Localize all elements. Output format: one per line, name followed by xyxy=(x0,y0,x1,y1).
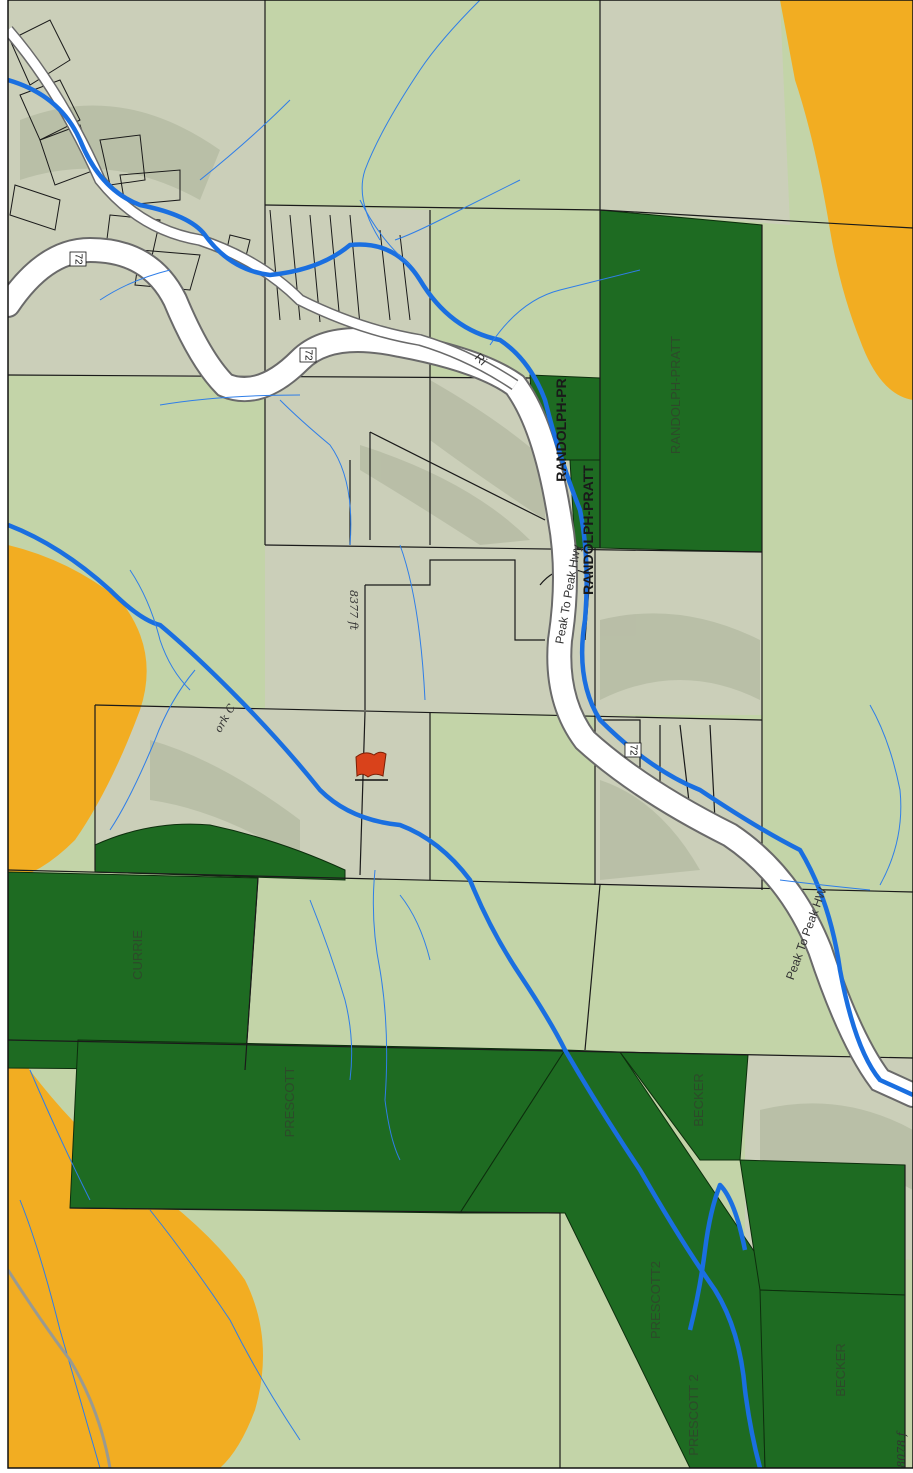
svg-text:72: 72 xyxy=(72,253,83,265)
elevation-label: 8377 ft xyxy=(347,590,360,631)
svg-text:72: 72 xyxy=(627,744,638,756)
parcel-label-randolph-pratt-small: RANDOLPH-PRATT xyxy=(580,465,596,595)
svg-text:72: 72 xyxy=(302,349,313,361)
trail-line xyxy=(8,1269,112,1468)
highway-shield-1: 72 xyxy=(69,251,87,267)
terrain-shadow xyxy=(20,105,913,1190)
parcel-label-prescott-2: PRESCOTT 2 xyxy=(686,1374,701,1455)
parcel-label-becker-1: BECKER xyxy=(691,1073,706,1126)
parcel-label-randolph-pratt: RANDOLPH-PRATT xyxy=(668,336,683,454)
parcel-label-randolph-pr: RANDOLPH-PR xyxy=(553,378,569,481)
parcel-label-currie: CURRIE xyxy=(130,930,145,980)
highway-shield-3: 72 xyxy=(624,742,642,758)
map-frame xyxy=(7,0,913,1469)
rivers xyxy=(8,77,913,1468)
protected-parcels xyxy=(8,209,906,1468)
edge-label: 8078 f xyxy=(895,1430,908,1467)
parcel-label-prescott: PRESCOTT xyxy=(282,1067,297,1138)
location-marker-icon[interactable] xyxy=(355,751,388,781)
parcel-label-prescott2: PRESCOTT2 xyxy=(648,1261,663,1339)
parcel-label-becker-2: BECKER xyxy=(833,1343,848,1396)
highway-shield-2: 72 xyxy=(299,347,317,363)
streams xyxy=(19,0,902,1468)
